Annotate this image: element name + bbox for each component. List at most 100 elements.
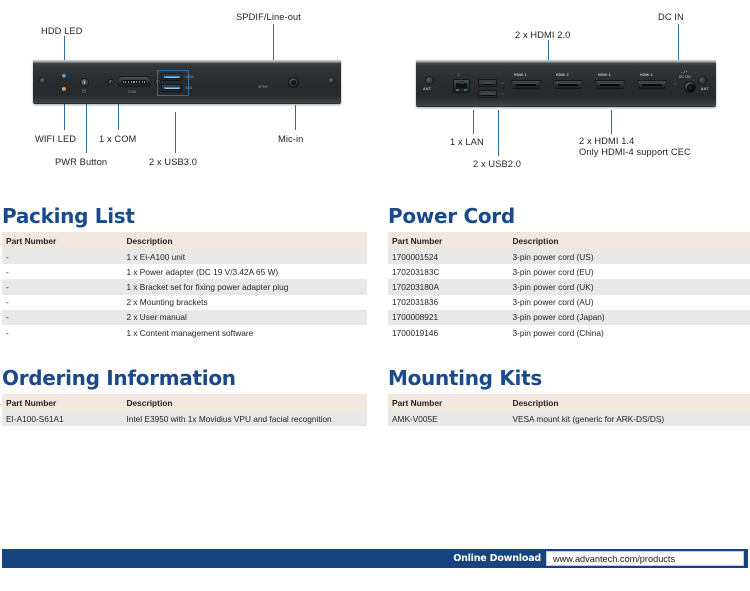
dc-polarity-icon: –⚬+ [681,70,688,74]
online-download-url[interactable]: www.advantech.com/products [546,551,744,566]
packing-list-table: Part Number Description - 1 x Ei-A100 un… [2,232,367,341]
leader-line-hdmi-1-4 [611,110,613,134]
cell-part-number: 170203183C [388,264,509,280]
table-row: 170203180A 3-pin power cord (UK) [388,279,750,295]
power-cord-section: Power Cord Part Number Description 17000… [388,204,750,341]
cell-part-number: EI-A100-S61A1 [2,411,123,427]
column-header-part-number: Part Number [2,394,123,411]
cell-description: VESA mount kit (generic for ARK-DS/DS) [508,411,750,427]
column-header-description: Description [508,232,750,249]
cell-description: 1 x Content management software [122,324,367,341]
usb30-upper-label: 20Gb [185,75,194,79]
table-row: 1700019146 3-pin power cord (China) [388,324,750,341]
callout-hdmi-2-0: 2 x HDMI 2.0 [515,30,571,40]
usb20-upper-icon: ←• [499,81,504,85]
lan-led-left [456,89,459,91]
table-header-row: Part Number Description [388,394,750,411]
cell-description: 1 x Bracket set for fixing power adapter… [122,279,367,295]
table-row: 1700001524 3-pin power cord (US) [388,249,750,265]
leader-line-pwr-button [86,98,88,153]
power-button-icon [80,78,89,87]
column-header-part-number: Part Number [388,394,509,411]
spdif-label: SPDIF [258,85,269,89]
leader-line-lan [473,110,475,134]
lan-port [453,79,470,93]
hdmi2-port [553,80,583,89]
leader-line-wifi-led [64,100,66,130]
table-row: - 2 x User manual [2,309,367,325]
callout-pwr-button: PWR Button [55,157,108,167]
ordering-information-title: Ordering Information [2,366,236,390]
table-row: 1702031836 3-pin power cord (AU) [388,294,750,310]
cell-part-number: - [2,249,123,265]
com-port-inner [121,79,147,84]
cell-part-number: - [2,279,123,295]
table-row: EI-A100-S61A1 Intel E3950 with 1x Movidi… [2,411,367,427]
callout-mic-in: Mic-in [278,134,304,144]
hdmi3-label: HDMI 3 [598,73,611,77]
footer-bar: Online Download www.advantech.com/produc… [2,549,748,568]
cell-description: Intel E3950 with 1x Movidius VPU and fac… [122,411,367,427]
hdd-led-indicator [62,74,66,78]
packing-list-section: Packing List Part Number Description - 1… [2,204,367,341]
table-header-row: Part Number Description [2,394,367,411]
mounting-kits-section: Mounting Kits Part Number Description AM… [388,367,750,427]
cell-description: 3-pin power cord (UK) [508,279,750,295]
com-port [117,76,151,87]
leader-line-usb20 [498,110,500,156]
front-chassis: ⏻ COM [33,60,341,104]
callout-lan: 1 x LAN [450,137,484,147]
callout-hdd-led: HDD LED [41,26,83,36]
cell-part-number: 1700001524 [388,249,509,265]
usb30-lower-label: SSG [185,86,193,90]
cell-description: 2 x Mounting brackets [122,294,367,310]
ant-label-left: ANT [423,87,432,91]
callout-hdmi-1-4: 2 x HDMI 1.4 Only HDMI-4 support CEC [579,136,739,157]
hdmi2-label: HDMI 2 [556,73,569,77]
cell-part-number: - [2,309,123,325]
leader-line-hdd-led [64,36,66,83]
online-download-label: Online Download [453,553,541,564]
cell-description: 1 x Ei-A100 unit [122,249,367,265]
callout-wifi-led: WIFI LED [35,134,77,144]
cell-description: 3-pin power cord (AU) [508,294,750,310]
com-port-pins [121,81,147,83]
usb20-port-lower [478,90,497,98]
cell-part-number: 170203180A [388,279,509,295]
table-header-row: Part Number Description [388,232,750,249]
usb30-port-upper [161,73,182,81]
hdmi1-port [511,80,541,89]
leader-line-spdif [273,24,275,84]
leader-line-mic-in [295,105,297,130]
online-download-group: Online Download www.advantech.com/produc… [453,549,744,568]
leader-line-dc-in [678,24,680,64]
rear-chassis: ANT ANT 1 ←• ←• [416,60,716,107]
power-symbol-icon: ⏻ [82,89,86,95]
leader-line-com [118,100,120,130]
table-row: - 1 x Power adapter (DC 19 V/3.42A 65 W) [2,264,367,280]
product-diagrams: HDD LED SPDIF/Line-out WIFI LED 1 x COM … [0,0,750,185]
antenna-hole-left [425,76,434,85]
line-out-jack [288,77,299,88]
front-panel-diagram: HDD LED SPDIF/Line-out WIFI LED 1 x COM … [0,0,375,185]
column-header-part-number: Part Number [388,232,509,249]
cell-part-number: - [2,294,123,310]
ordering-information-table: Part Number Description EI-A100-S61A1 In… [2,394,367,427]
leader-line-usb30 [175,112,177,153]
mounting-kits-table: Part Number Description AMK-V005E VESA m… [388,394,750,427]
table-row: 170203183C 3-pin power cord (EU) [388,264,750,280]
antenna-hole-right [698,76,707,85]
power-cord-title: Power Cord [388,204,515,228]
table-row: - 2 x Mounting brackets [2,294,367,310]
callout-dc-in: DC IN [658,12,684,22]
hdmi4-label: HDMI 4 [640,73,653,77]
cell-part-number: - [2,324,123,341]
table-row: - 1 x Ei-A100 unit [2,249,367,265]
callout-hdmi-1-4-line2: Only HDMI-4 support CEC [579,146,691,157]
cell-part-number: 1700019146 [388,324,509,341]
hdmi3-port [595,80,625,89]
cell-description: 3-pin power cord (US) [508,249,750,265]
com-port-label: COM [128,90,137,94]
packing-list-title: Packing List [2,204,135,228]
